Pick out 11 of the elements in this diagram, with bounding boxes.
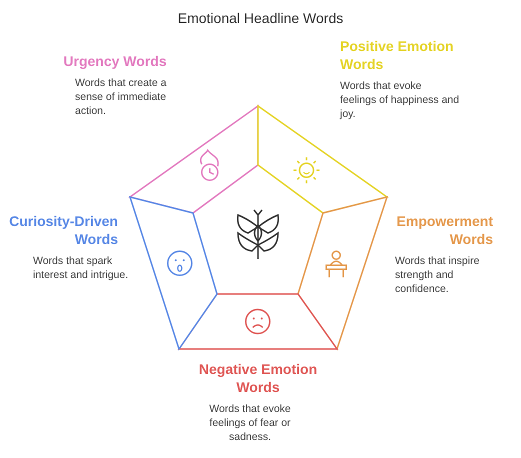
description-text: Words that create a sense of immediate action. <box>75 76 168 118</box>
description-text: Words that evoke feelings of happiness and joy. <box>340 79 460 121</box>
description-text: Words that evoke feelings of fear or sadness. <box>208 402 292 444</box>
category-heading: Positive Emotion Words <box>340 37 455 73</box>
description-text: Words that spark interest and intrigue. <box>33 254 130 282</box>
category-heading: Urgency Words <box>62 52 168 70</box>
category-heading: Empowerment Words <box>396 212 493 248</box>
description-text: Words that inspire strength and confidence. <box>395 254 480 296</box>
category-heading: Negative Emotion Words <box>198 360 318 396</box>
diagram-title: Emotional Headline Words <box>176 10 344 26</box>
category-heading: Curiosity-Driven Words <box>8 212 118 248</box>
